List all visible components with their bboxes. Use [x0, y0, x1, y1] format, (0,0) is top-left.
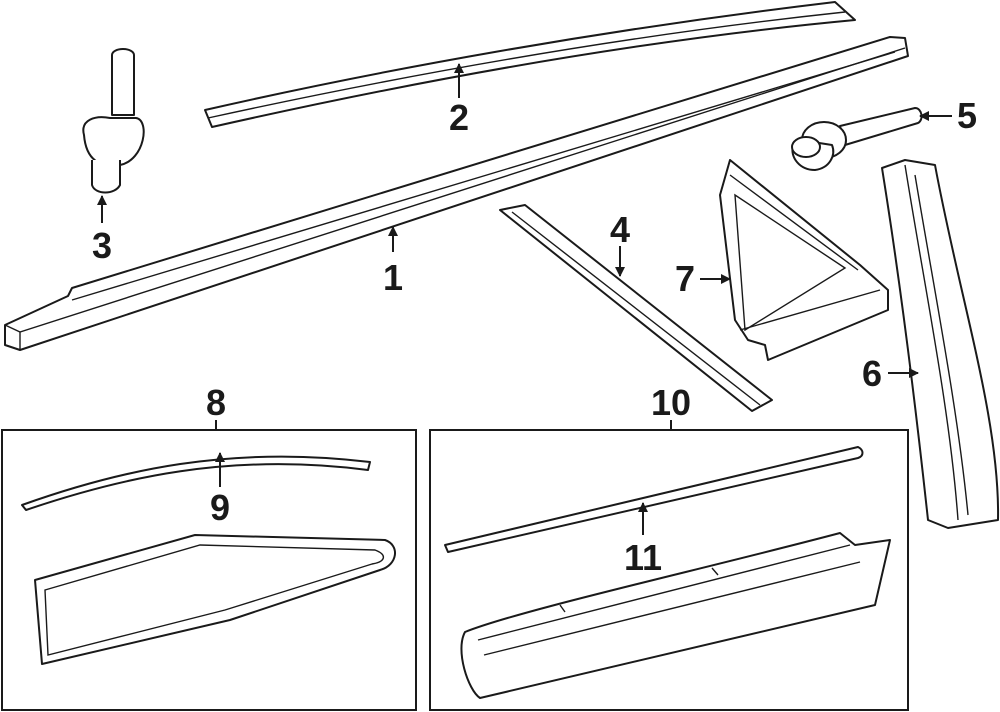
part-3-clip: [82, 48, 145, 194]
kit-box-8: [1, 429, 417, 711]
kit-box-10: [429, 429, 909, 711]
callout-5: 5: [957, 95, 977, 136]
part-8-window-seal: [34, 534, 396, 665]
callout-8: 8: [206, 382, 226, 423]
callout-10: 10: [651, 382, 691, 423]
callout-6: 6: [862, 353, 882, 394]
callout-1: 1: [383, 257, 403, 298]
part-2-drip-molding: [204, 1, 856, 128]
callout-11: 11: [624, 537, 662, 578]
part-11-molding: [444, 446, 864, 553]
callout-2: 2: [449, 97, 469, 138]
callout-4: 4: [610, 209, 630, 250]
callout-3: 3: [92, 225, 112, 266]
part-1-molding-strip: [4, 36, 909, 351]
callout-9: 9: [210, 487, 230, 528]
part-6-pillar-garnish: [881, 159, 1000, 529]
part-10-door-molding: [460, 532, 891, 699]
part-4-trim-strip: [499, 204, 773, 412]
part-7-corner-piece: [719, 159, 889, 361]
callout-7: 7: [675, 258, 695, 299]
part-9-molding: [21, 455, 371, 511]
